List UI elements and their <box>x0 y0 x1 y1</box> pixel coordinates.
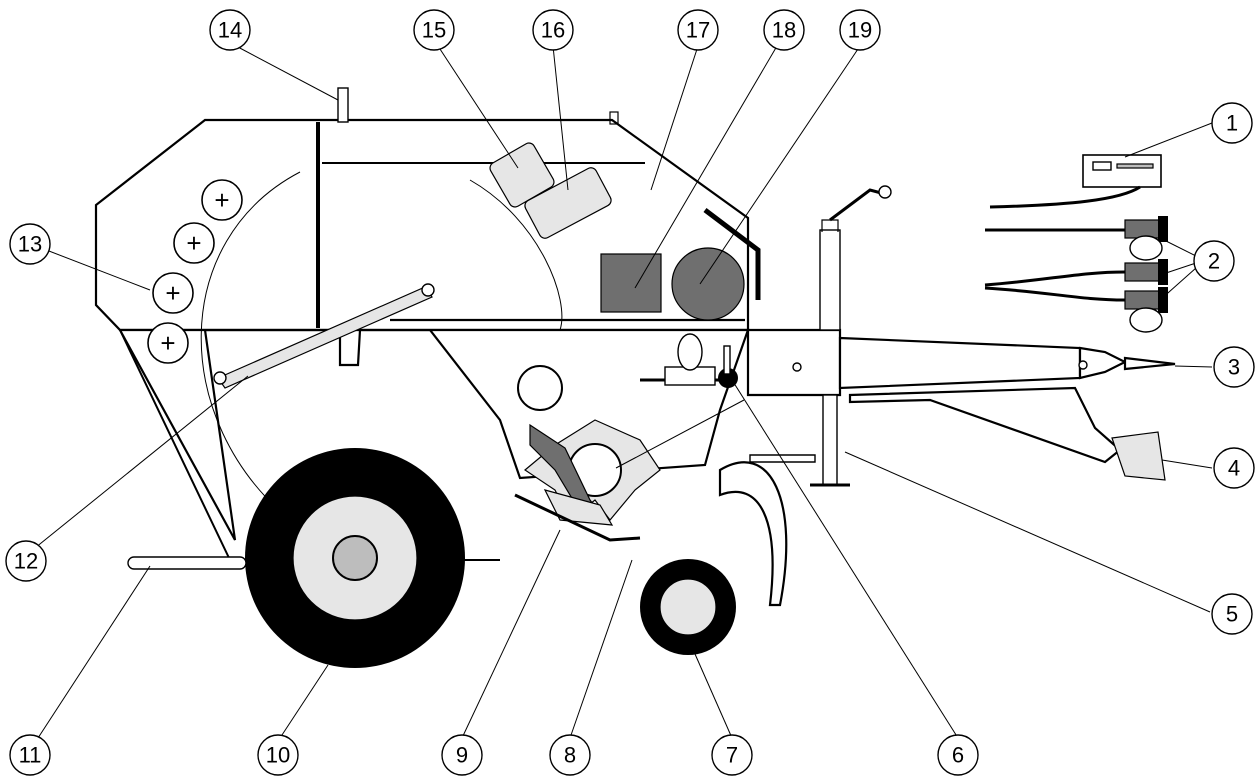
svg-text:18: 18 <box>772 18 796 43</box>
callout-3: 3 <box>1213 346 1255 388</box>
svg-text:10: 10 <box>266 743 290 768</box>
svg-text:+: + <box>160 328 175 358</box>
reel-19 <box>671 247 745 321</box>
callout-15: 15 <box>413 9 455 51</box>
svg-text:17: 17 <box>686 18 710 43</box>
callout-12: 12 <box>5 540 47 582</box>
callout-8: 8 <box>549 734 591 776</box>
roller-markers: + + + + <box>147 179 243 364</box>
lever-6 <box>640 333 738 388</box>
svg-text:13: 13 <box>18 232 42 257</box>
callout-2: 2 <box>1193 240 1235 282</box>
pto-shaft-guard <box>1111 431 1166 481</box>
callout-18: 18 <box>763 9 805 51</box>
top-pin <box>337 87 349 123</box>
lower-housing <box>118 328 750 541</box>
gate-cylinder <box>213 283 435 389</box>
svg-text:9: 9 <box>456 743 468 768</box>
callout-6: 6 <box>937 734 979 776</box>
svg-text:3: 3 <box>1228 355 1240 380</box>
leader-lines <box>29 45 1213 739</box>
callout-11: 11 <box>9 734 51 776</box>
decal-16 <box>524 167 612 239</box>
svg-text:4: 4 <box>1228 456 1240 481</box>
callout-9: 9 <box>441 734 483 776</box>
svg-text:11: 11 <box>19 743 42 768</box>
hydraulic-hoses <box>984 216 1168 333</box>
callout-10: 10 <box>257 734 299 776</box>
svg-text:7: 7 <box>726 743 738 768</box>
drawbar <box>746 328 1176 464</box>
callout-4: 4 <box>1213 447 1255 489</box>
jack-stand <box>749 185 892 487</box>
callout-7: 7 <box>711 734 753 776</box>
svg-text:19: 19 <box>848 18 872 43</box>
svg-text:+: + <box>165 278 180 308</box>
svg-text:12: 12 <box>14 549 38 574</box>
callout-5: 5 <box>1211 593 1253 635</box>
svg-text:1: 1 <box>1226 111 1238 136</box>
callout-1: 1 <box>1211 102 1253 144</box>
callout-16: 16 <box>532 9 574 51</box>
svg-text:+: + <box>186 228 201 258</box>
svg-text:16: 16 <box>541 18 565 43</box>
svg-text:8: 8 <box>564 743 576 768</box>
pickup-assembly <box>514 365 788 607</box>
svg-text:2: 2 <box>1208 249 1220 274</box>
callout-19: 19 <box>839 9 881 51</box>
main-wheel <box>245 448 465 668</box>
callout-13: 13 <box>9 223 51 265</box>
callout-17: 17 <box>677 9 719 51</box>
svg-text:5: 5 <box>1226 602 1238 627</box>
svg-text:14: 14 <box>218 18 242 43</box>
pickup-wheel <box>640 559 736 655</box>
svg-text:15: 15 <box>422 18 446 43</box>
svg-text:+: + <box>214 185 229 215</box>
control-monitor <box>989 154 1162 209</box>
callout-14: 14 <box>209 9 251 51</box>
control-panel-18 <box>600 253 662 313</box>
support-bar <box>127 556 247 570</box>
svg-text:6: 6 <box>952 743 964 768</box>
